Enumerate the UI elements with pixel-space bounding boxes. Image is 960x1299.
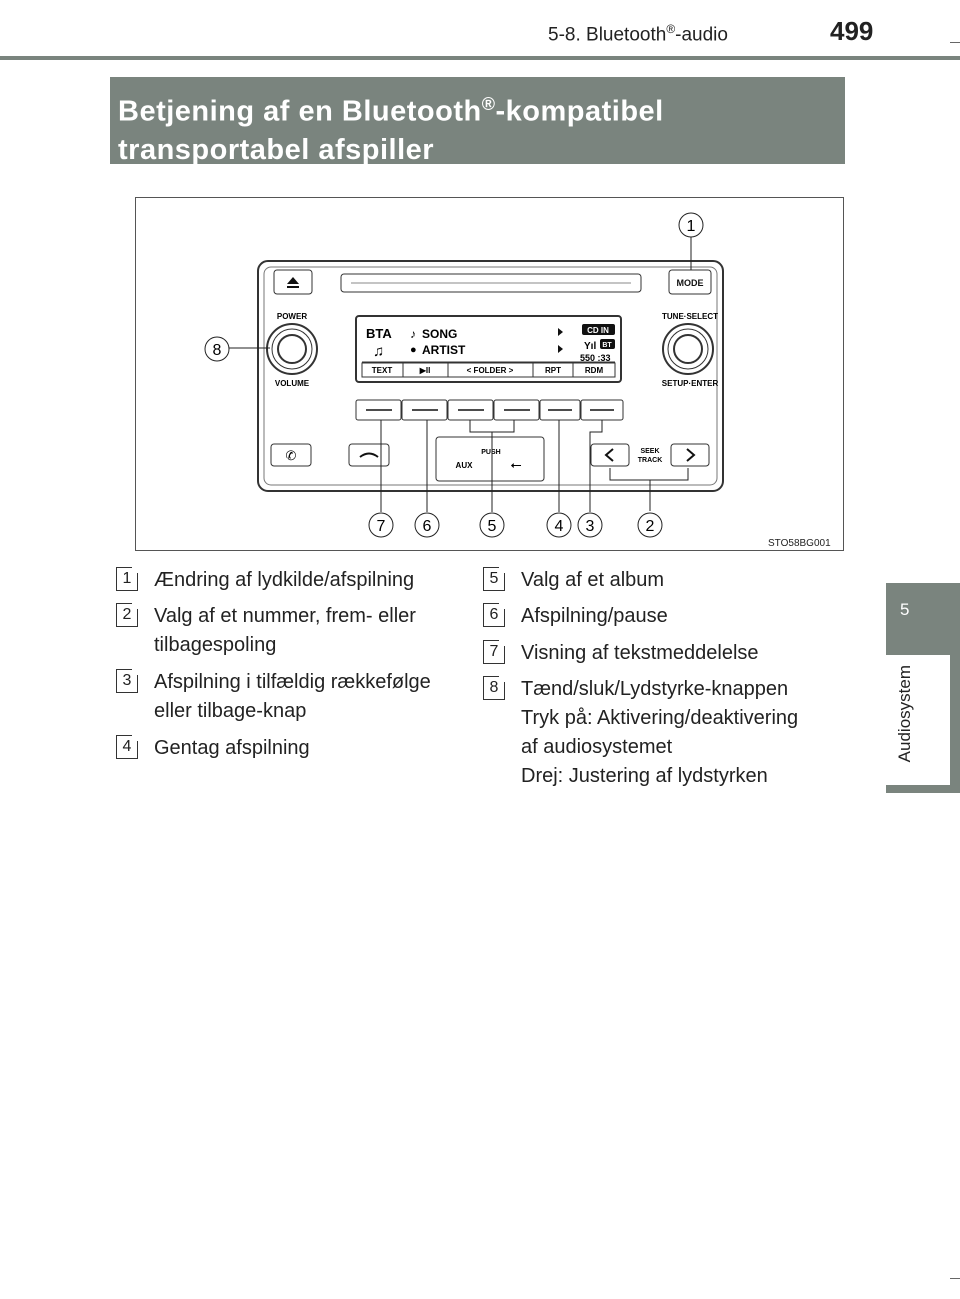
section-heading-box: Betjening af en Bluetooth®-kompatibel tr… (110, 77, 845, 166)
softkey-label-folder: < FOLDER > (467, 366, 514, 375)
setup-enter-label: SETUP·ENTER (662, 379, 719, 388)
callout-circle: 6 (414, 512, 440, 538)
description-item: Gentag afspilning (154, 737, 310, 759)
item-badge: 7 (483, 640, 505, 664)
svg-text:1: 1 (687, 218, 696, 235)
chapter-number: 5 (900, 600, 910, 619)
page-number: 499 (830, 16, 874, 46)
tune-select-label: TUNE·SELECT (662, 312, 718, 321)
figure-code: STO58BG001 (768, 538, 831, 549)
seek-back-button[interactable] (590, 443, 630, 467)
display-screen: BTA ♪ SONG ♫ ● ARTIST CD IN Yıl BT 550 :… (355, 315, 622, 383)
callout-circle: 7 (368, 512, 394, 538)
item-badge: 2 (116, 603, 138, 627)
seek-label: SEEK (640, 448, 659, 455)
audio-panel-illustration: MODE POWER VOLUME TUNE·SELECT SETUP·ENTE… (204, 212, 724, 538)
person-icon: ● (410, 344, 417, 356)
phone-hangup-button[interactable] (348, 443, 390, 467)
softkey-label-rdm: RDM (585, 366, 604, 375)
track-label: TRACK (638, 457, 663, 464)
display-song: SONG (422, 327, 457, 341)
cd-in-indicator: CD IN (587, 326, 609, 335)
description-item: Ændring af lydkilde/afspilning (154, 569, 415, 591)
callout-circle: 1 (678, 212, 704, 238)
preset-buttons (355, 399, 624, 421)
callout-circle: 8 (204, 336, 230, 362)
audio-panel-figure: MODE POWER VOLUME TUNE·SELECT SETUP·ENTE… (135, 197, 844, 551)
aux-usb-cover[interactable]: PUSH AUX ⭠ (435, 436, 545, 482)
item-badge: 4 (116, 735, 138, 759)
phone-pickup-button[interactable]: ✆ (270, 443, 312, 467)
section-title: 5-8. Bluetooth®-audio (548, 22, 728, 46)
description-item: Afspilning i tilfældig rækkefølge eller … (154, 671, 431, 722)
crop-mark (950, 1278, 960, 1279)
mode-label: MODE (677, 278, 704, 288)
description-item: Visning af tekstmeddelelse (521, 642, 759, 664)
chapter-label: Audiosystem (895, 665, 914, 763)
signal-icon: Yıl (584, 341, 596, 352)
eject-button[interactable] (273, 269, 313, 295)
svg-text:5: 5 (488, 518, 497, 535)
svg-text:6: 6 (423, 518, 432, 535)
description-item: Afspilning/pause (521, 605, 668, 627)
svg-text:4: 4 (555, 518, 564, 535)
callout-leaders (229, 237, 692, 512)
power-volume-knob[interactable] (266, 323, 318, 375)
callout-circle: 5 (479, 512, 505, 538)
chevron-left-icon (604, 448, 614, 462)
music-note-icon: ♪ (410, 327, 416, 341)
svg-text:8: 8 (213, 342, 222, 359)
music-notes-icon: ♫ (373, 343, 384, 360)
description-item: Valg af et album (521, 569, 665, 591)
softkey-label-play: ▶II (419, 366, 431, 375)
display-artist: ARTIST (422, 343, 466, 357)
svg-text:2: 2 (646, 518, 655, 535)
description-item: Tænd/sluk/Lydstyrke-knappen Tryk på: Akt… (521, 678, 799, 787)
mode-button[interactable]: MODE (668, 269, 712, 295)
power-label: POWER (277, 312, 307, 321)
aux-label: AUX (456, 461, 474, 470)
item-badge: 5 (483, 567, 505, 591)
item-badge: 8 (483, 676, 505, 700)
svg-text:3: 3 (586, 518, 595, 535)
tune-select-knob[interactable] (662, 323, 714, 375)
bt-indicator: BT (602, 342, 612, 349)
item-badge: 1 (116, 567, 138, 591)
callout-circle: 2 (637, 512, 663, 538)
item-badge: 3 (116, 669, 138, 693)
callout-circle: 4 (546, 512, 572, 538)
display-time: 550 :33 (580, 353, 611, 363)
header-rule (0, 56, 960, 60)
chevron-right-icon (686, 448, 696, 462)
display-source: BTA (366, 326, 392, 341)
phone-hangup-icon (359, 452, 379, 458)
usb-icon: ⭠ (510, 456, 521, 472)
phone-pickup-icon: ✆ (286, 448, 297, 463)
chapter-label-bg (886, 655, 950, 785)
eject-icon (287, 277, 299, 284)
callout-circle: 3 (577, 512, 603, 538)
push-label: PUSH (481, 449, 500, 456)
svg-text:7: 7 (377, 518, 386, 535)
seek-forward-button[interactable] (670, 443, 710, 467)
crop-mark (950, 42, 960, 43)
item-badge: 6 (483, 603, 505, 627)
softkey-label-rpt: RPT (545, 366, 561, 375)
softkey-label-text: TEXT (372, 366, 393, 375)
volume-label: VOLUME (275, 379, 310, 388)
section-heading: Betjening af en Bluetooth®-kompatibel tr… (118, 94, 664, 166)
description-item: Valg af et nummer, frem- eller tilbagesp… (154, 605, 416, 656)
